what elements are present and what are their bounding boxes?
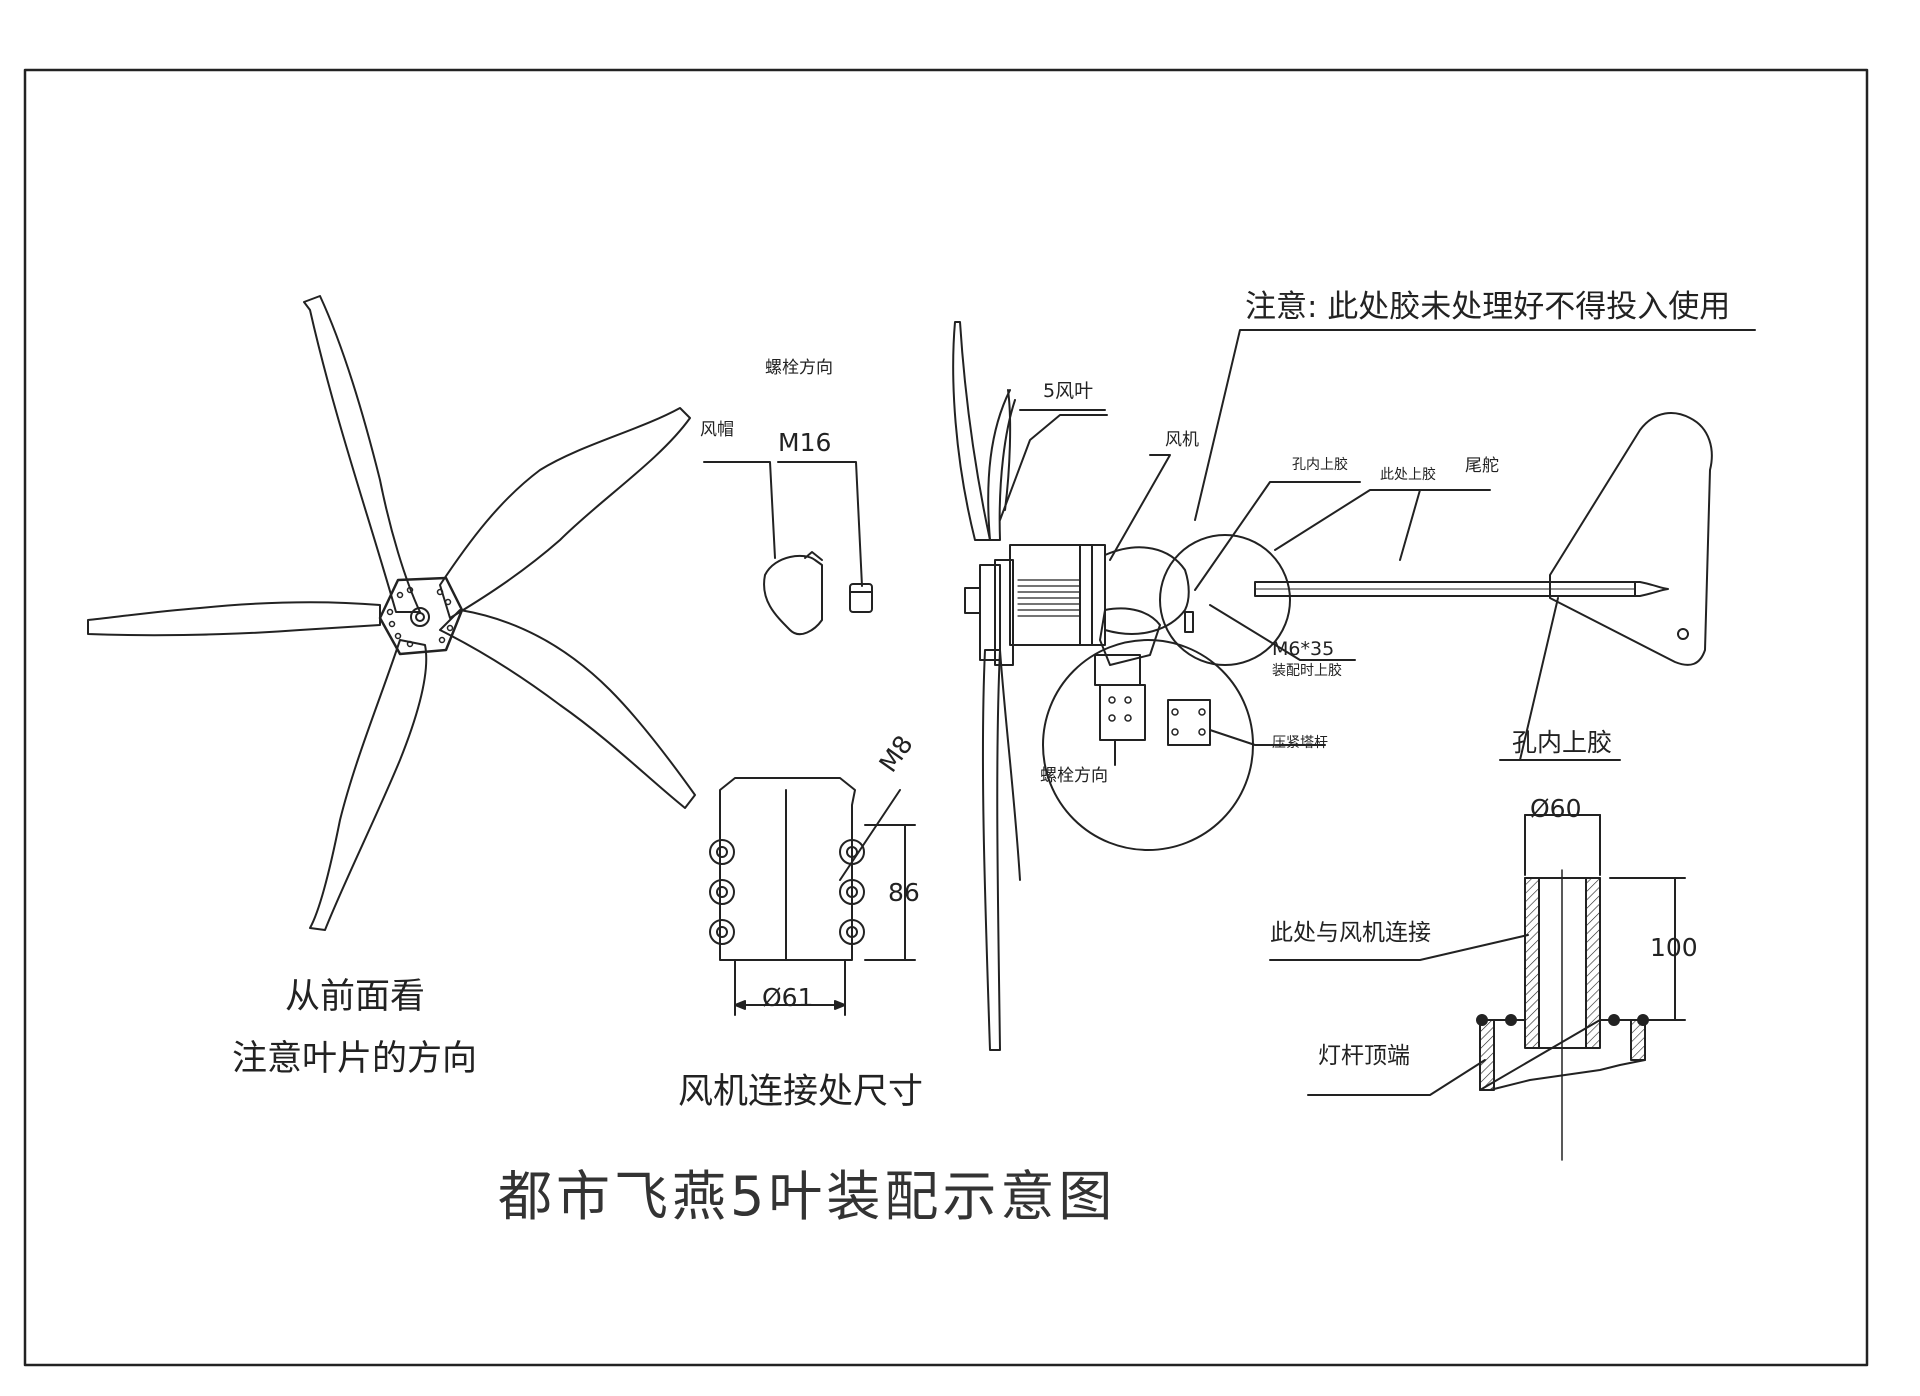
pole-top-section	[1269, 814, 1686, 1161]
hood	[763, 554, 823, 636]
label-glue-in-hole-2: 孔内上胶	[1512, 728, 1613, 757]
label-warning: 注意: 此处胶未处理好不得投入使用	[1245, 289, 1731, 325]
nacelle	[1104, 546, 1190, 635]
sheet-border	[23, 68, 1869, 1367]
label-turbine: 风机	[1165, 430, 1199, 450]
tail-fin	[1549, 412, 1713, 666]
blade-side-lower	[981, 649, 1001, 1051]
label-clamp-pole: 压紧塔杆	[1272, 735, 1328, 751]
blade-upper-right	[439, 407, 691, 619]
blade-up	[303, 295, 421, 613]
label-dim-61: Ø61	[762, 983, 814, 1012]
label-bolt-direction-bottom: 螺栓方向	[1040, 766, 1108, 786]
label-tail: 尾舵	[1465, 456, 1499, 476]
hood-and-nut	[703, 461, 873, 636]
label-dim-100: 100	[1650, 933, 1698, 962]
connector-outline	[719, 777, 856, 961]
label-pole-top: 灯杆顶端	[1318, 1043, 1410, 1069]
turbine-side-view	[952, 321, 1756, 1051]
label-connection-dimensions: 风机连接处尺寸	[678, 1072, 924, 1112]
label-front-view-2: 注意叶片的方向	[232, 1039, 478, 1079]
label-5-blades: 5风叶	[1043, 380, 1094, 402]
generator-body	[1009, 544, 1106, 646]
rotor-front-view	[87, 295, 696, 931]
label-front-view-1: 从前面看	[285, 977, 426, 1017]
label-glue-here: 此处上胶	[1380, 467, 1436, 483]
connection-dimension-view	[709, 777, 916, 1016]
label-hood: 风帽	[700, 420, 734, 440]
glue-detail-circle	[1159, 534, 1291, 666]
label-m16: M16	[778, 428, 832, 457]
label-m6: M6*35	[1272, 638, 1335, 660]
pole-detail-circle	[1042, 639, 1254, 851]
hub	[378, 576, 464, 656]
label-bolt-direction-top: 螺栓方向	[765, 358, 833, 378]
drawing-title: 都市飞燕5叶装配示意图	[498, 1165, 1117, 1228]
label-dim-86: 86	[888, 878, 920, 907]
blade-lower-left	[309, 639, 428, 931]
label-connect-turbine: 此处与风机连接	[1270, 920, 1431, 946]
label-dim-60: Ø60	[1530, 794, 1582, 823]
blade-lower-right	[439, 609, 696, 809]
blade-left	[87, 601, 381, 637]
label-glue-on-assembly: 装配时上胶	[1272, 663, 1342, 679]
label-glue-in-hole-1: 孔内上胶	[1292, 457, 1348, 473]
m16-nut	[849, 583, 873, 613]
blade-side-upper	[952, 321, 991, 541]
